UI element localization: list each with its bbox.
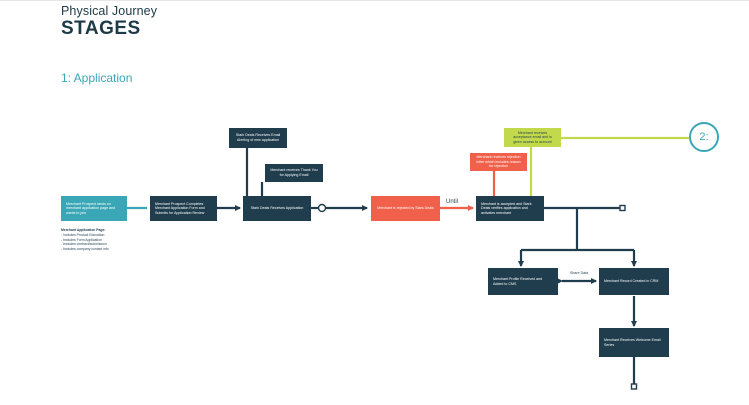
node-approves: Merchant is accepted and Stark Deals ver… <box>476 196 544 221</box>
node-rejection-email: Merchant receives rejection letter which… <box>470 153 527 171</box>
page-title: STAGES <box>61 18 141 39</box>
node-thank-you-email: Merchant receives Thank You for Applying… <box>265 164 323 182</box>
node-receives-application: Stark Deals Receives Application <box>243 196 311 221</box>
node-prospect: Merchant Prospect lands on merchant appl… <box>61 196 127 221</box>
notes-heading: Merchant Application Page: <box>61 228 106 232</box>
section-title: 1: Application <box>61 71 133 85</box>
top-divider <box>0 0 749 1</box>
notes-item: - Includes company contact info <box>61 246 109 251</box>
node-acceptance-email: Merchant receives acceptance email and i… <box>504 128 561 147</box>
notes-item: - Includes contract/submission <box>61 242 107 247</box>
share-data-label: Share Data <box>570 271 589 275</box>
decision-node <box>317 203 327 213</box>
end-node-right <box>619 204 626 212</box>
notes-item: - Includes Form Application <box>61 237 102 242</box>
node-rejected: Merchant is rejected by Stark Deals <box>371 196 440 221</box>
end-node-bottom <box>630 383 638 390</box>
notes-item: - Includes Product Education <box>61 233 105 238</box>
node-account: Merchant Record Created in CRM <box>599 268 669 295</box>
node-profile: Merchant Profile Received and Added to C… <box>488 268 558 295</box>
page-supertitle: Physical Journey <box>61 4 158 18</box>
until-label: Until <box>446 199 459 205</box>
node-welcome: Merchant Receives Welcome Email Series <box>599 328 669 357</box>
application-page-notes: Merchant Application Page: - Includes Pr… <box>61 228 109 251</box>
node-completes: Merchant Prospect Completes Merchant App… <box>150 196 217 221</box>
next-stage-badge: 2: <box>689 122 719 152</box>
node-email-alert: Stark Deals Receives Email Alerting of n… <box>229 128 287 148</box>
